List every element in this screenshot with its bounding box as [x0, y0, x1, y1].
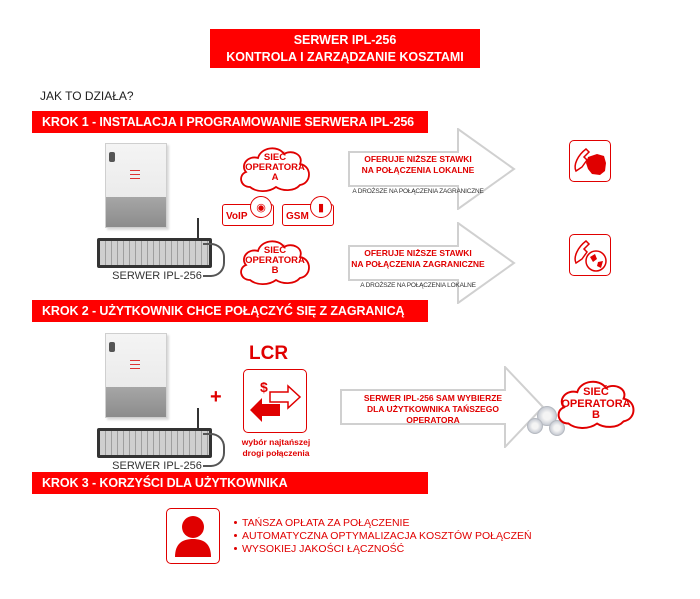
right-arrow-icon — [340, 366, 545, 448]
arrow-subtext: A DROŻSZE NA POŁĄCZENIA LOKALNE — [360, 282, 476, 289]
wall-unit-image — [105, 143, 167, 228]
lcr-routing-icon: $ — [243, 369, 307, 433]
rack-unit-image — [97, 428, 212, 458]
arrow-auto-select: SERWER IPL-256 SAM WYBIERZE DLA UŻYTKOWN… — [340, 366, 545, 448]
benefits-list: TAŃSZA OPŁATA ZA POŁĄCZENIE AUTOMATYCZNA… — [234, 517, 532, 556]
rack-unit-image — [97, 238, 212, 268]
lcr-caption-line-2: drogi połączenia — [242, 448, 310, 458]
right-arrow-icon — [348, 128, 516, 210]
mobile-phone-icon: ▮ — [310, 196, 332, 218]
user-icon — [166, 508, 220, 564]
phone-poland-map-icon — [569, 140, 611, 182]
arrow-text-line-1: SERWER IPL-256 SAM WYBIERZE — [363, 393, 503, 403]
cloud-line-1: SIEĆ — [263, 245, 287, 256]
cloud-line-3: B — [271, 265, 279, 276]
operator-b-cloud: SIEĆ OPERATORA B — [553, 376, 639, 430]
arrow-text-line-2: NA POŁĄCZENIA LOKALNE — [361, 165, 475, 175]
cloud-line-2: OPERATORA — [561, 397, 631, 410]
cloud-line-2: OPERATORA — [245, 162, 305, 173]
globe-icon: ◉ — [250, 196, 272, 218]
benefit-text: AUTOMATYCZNA OPTYMALIZACJA KOSZTÓW POŁĄC… — [242, 530, 532, 542]
antenna-image — [197, 408, 199, 432]
voip-channel: VoIP ◉ — [222, 196, 274, 226]
server-label: SERWER IPL-256 — [112, 460, 202, 472]
cloud-icon — [240, 147, 310, 193]
benefit-item: WYSOKIEJ JAKOŚCI ŁĄCZNOŚĆ — [234, 543, 532, 556]
operator-b-cloud: SIEĆ OPERATORA B — [236, 236, 314, 286]
server-illustration: SERWER IPL-256 — [97, 333, 227, 473]
cloud-icon — [240, 240, 310, 286]
wall-unit-image — [105, 333, 167, 418]
step-1-banner: KROK 1 - INSTALACJA I PROGRAMOWANIE SERW… — [32, 111, 428, 133]
cloud-line-2: OPERATORA — [245, 255, 305, 266]
how-it-works-heading: JAK TO DZIAŁA? — [40, 89, 134, 103]
arrow-text-line-1: OFERUJE NIŻSZE STAWKI — [364, 248, 472, 258]
phone-globe-icon — [569, 234, 611, 276]
title-banner: SERWER IPL-256 KONTROLA I ZARZĄDZANIE KO… — [210, 29, 480, 68]
server-label: SERWER IPL-256 — [112, 270, 202, 282]
operator-a-cloud: SIEĆ OPERATORA A — [236, 143, 314, 193]
cloud-line-1: SIEĆ — [583, 386, 609, 398]
arrow-text-line-1: OFERUJE NIŻSZE STAWKI — [364, 154, 472, 164]
server-illustration: SERWER IPL-256 — [97, 143, 227, 283]
step-3-banner: KROK 3 - KORZYŚCI DLA UŻYTKOWNIKA — [32, 472, 428, 494]
cloud-icon — [557, 380, 635, 429]
benefit-text: WYSOKIEJ JAKOŚCI ŁĄCZNOŚĆ — [242, 543, 405, 555]
cloud-line-1: SIEĆ — [263, 152, 287, 163]
right-arrow-icon — [348, 222, 516, 304]
cloud-line-3: B — [592, 409, 600, 421]
lcr-title: LCR — [249, 343, 289, 364]
plus-sign: + — [210, 386, 222, 408]
benefit-item: TAŃSZA OPŁATA ZA POŁĄCZENIE — [234, 517, 532, 530]
arrow-text-line-2: DLA UŻYTKOWNIKA TAŃSZEGO OPERATORA — [367, 404, 499, 425]
arrow-subtext: A DROŻSZE NA POŁĄCZENIA ZAGRANICZNE — [352, 188, 484, 195]
coins-icon — [527, 406, 571, 436]
cloud-line-3: A — [271, 172, 279, 183]
step-2-banner: KROK 2 - UŻYTKOWNIK CHCE POŁĄCZYĆ SIĘ Z … — [32, 300, 428, 322]
svg-text:$: $ — [260, 379, 268, 395]
title-line-2: KONTROLA I ZARZĄDZANIE KOSZTAMI — [226, 50, 464, 64]
title-line-1: SERWER IPL-256 — [293, 33, 397, 47]
cable-image — [203, 433, 225, 467]
antenna-image — [197, 218, 199, 242]
benefit-item: AUTOMATYCZNA OPTYMALIZACJA KOSZTÓW POŁĄC… — [234, 530, 532, 543]
cable-image — [203, 243, 225, 277]
arrow-local-rates: OFERUJE NIŻSZE STAWKI NA POŁĄCZENIA LOKA… — [348, 128, 516, 210]
benefit-text: TAŃSZA OPŁATA ZA POŁĄCZENIE — [242, 517, 410, 529]
voip-label: VoIP — [226, 211, 248, 222]
lcr-caption: wybór najtańszej drogi połączenia — [228, 437, 324, 459]
gsm-label: GSM — [286, 211, 309, 222]
lcr-caption-line-1: wybór najtańszej — [241, 437, 311, 447]
gsm-channel: GSM ▮ — [282, 196, 334, 226]
arrow-text-line-2: NA POŁĄCZENIA ZAGRANICZNE — [351, 259, 485, 269]
arrow-international-rates: OFERUJE NIŻSZE STAWKI NA POŁĄCZENIA ZAGR… — [348, 222, 516, 304]
